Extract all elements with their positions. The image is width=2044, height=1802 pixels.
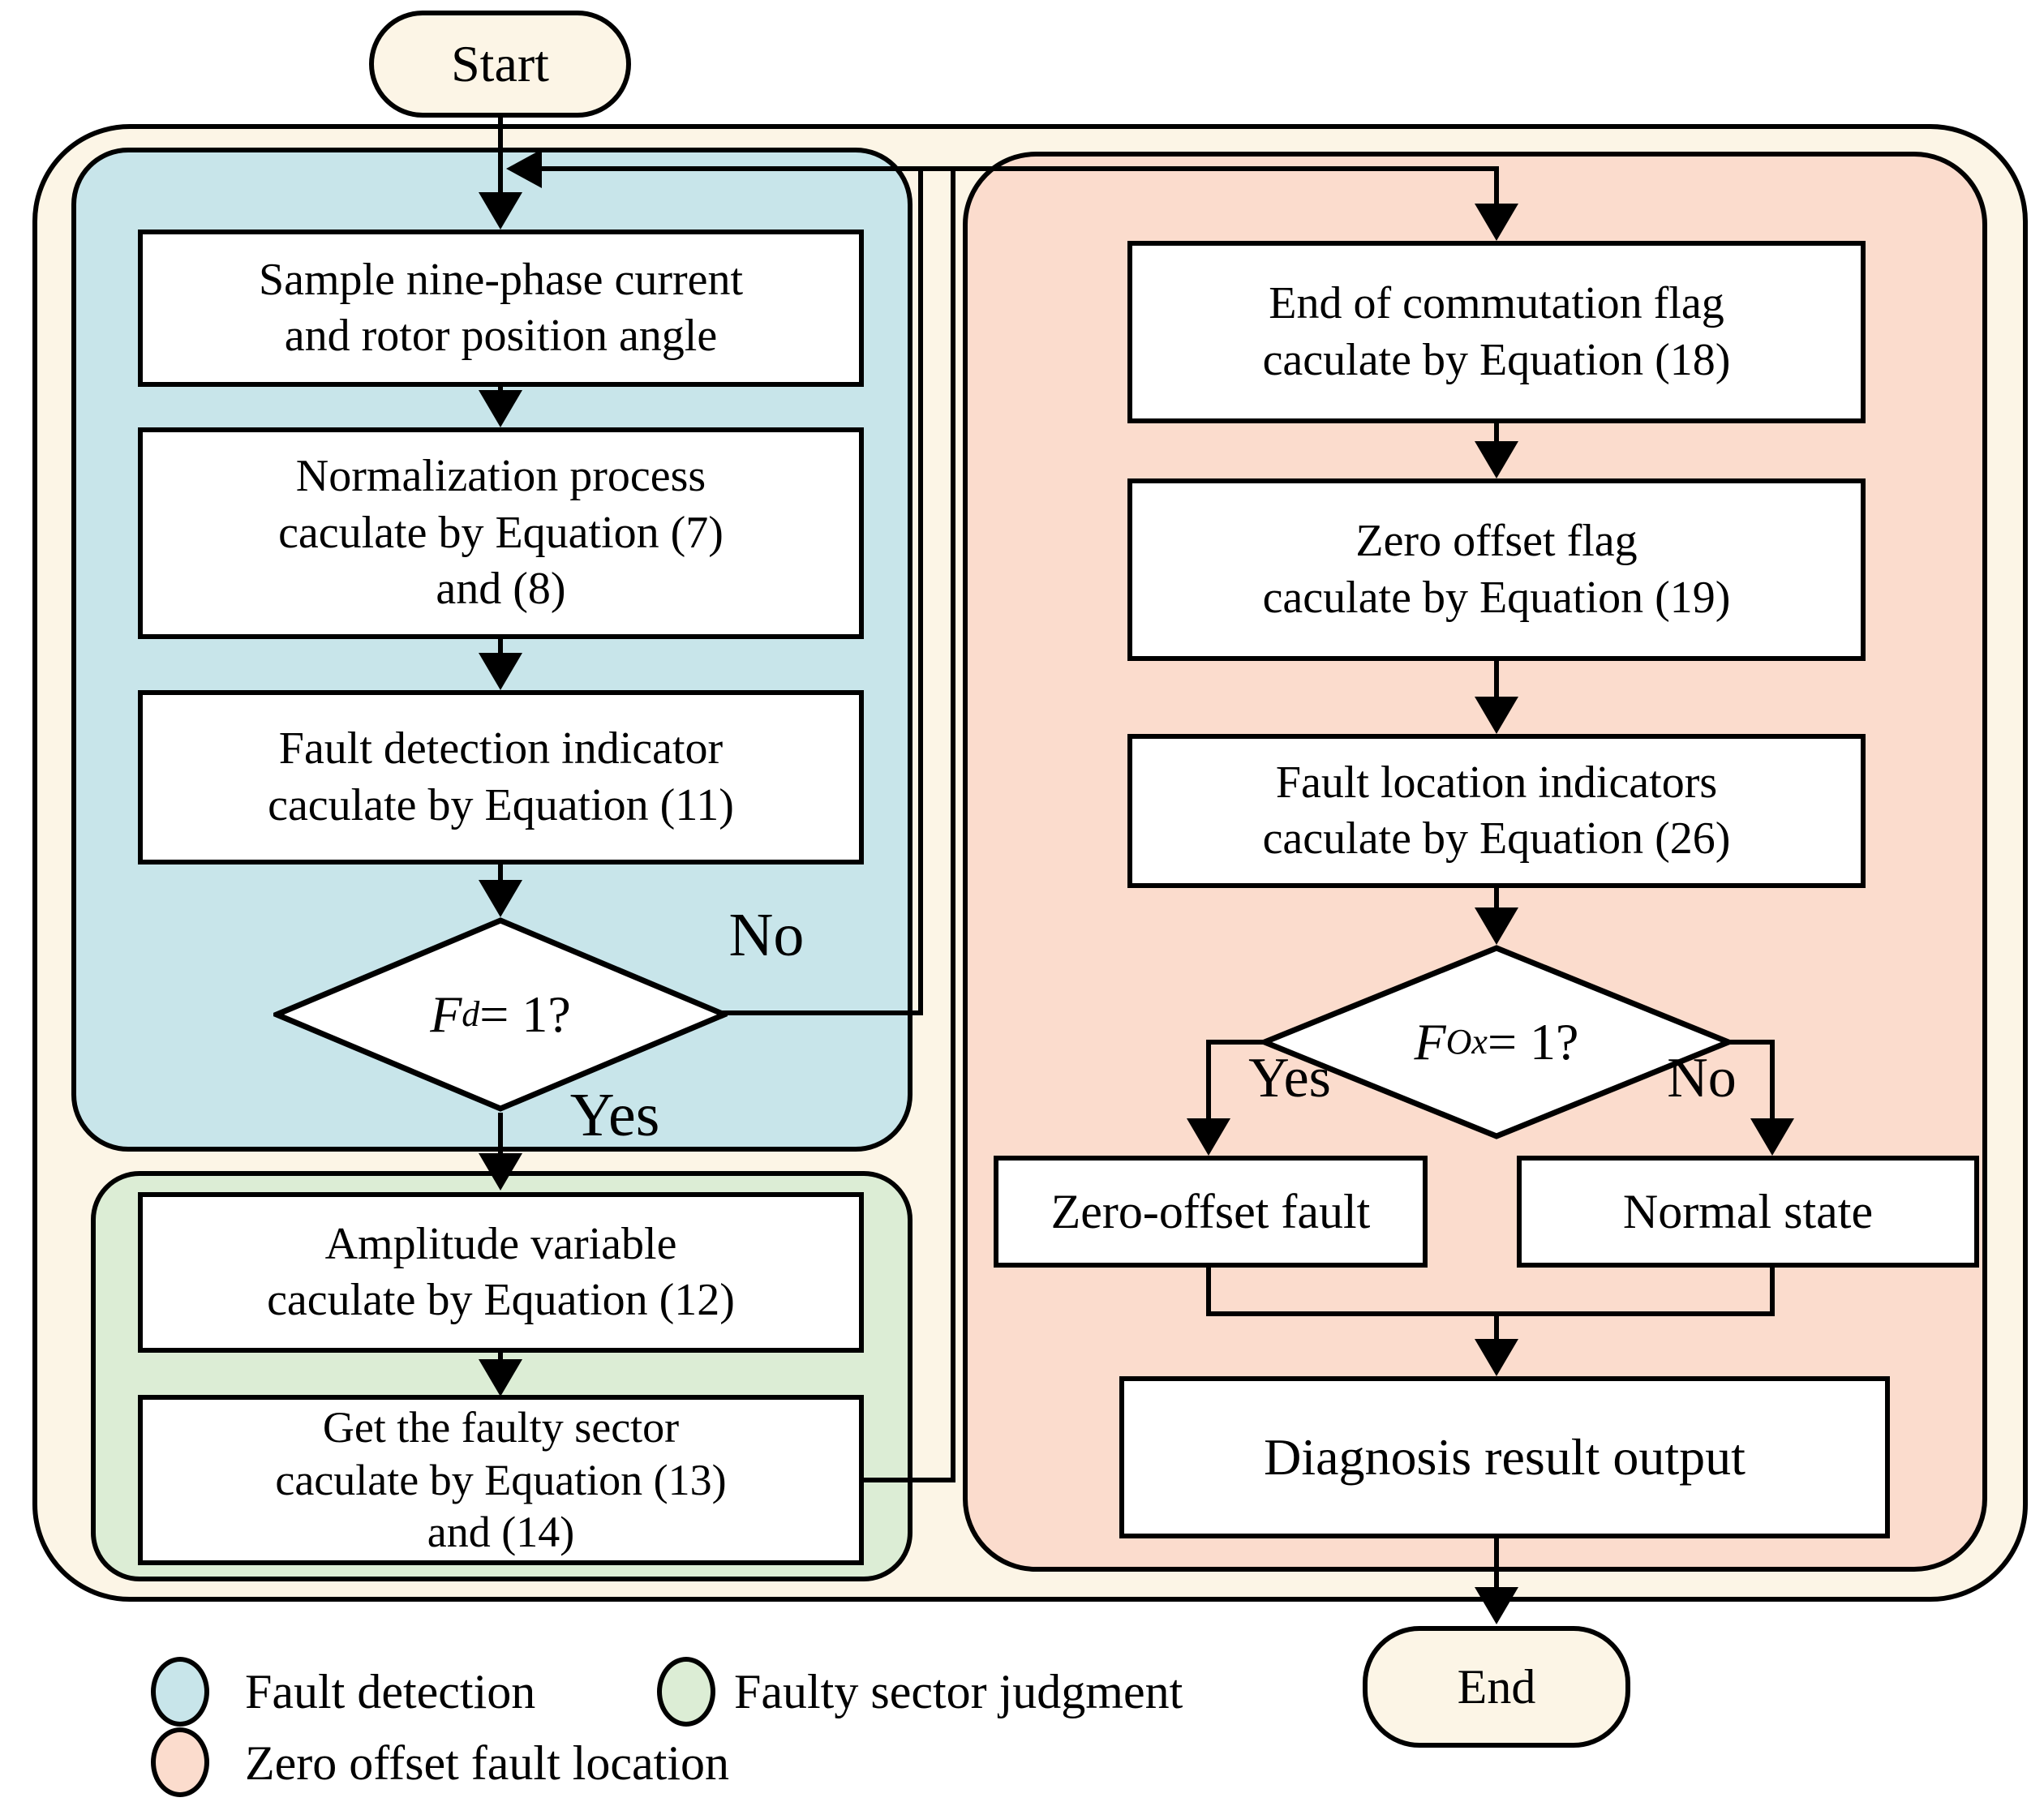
amplitude-to-sector — [498, 1353, 503, 1361]
arrow-into-diagnosis — [1475, 1339, 1518, 1376]
fox-no-drop — [1770, 1040, 1775, 1120]
fox-no-label: No — [1667, 1047, 1737, 1109]
zeroflag-box: Zero offset flag caculate by Equation (1… — [1127, 478, 1866, 661]
fox-rest: = 1? — [1487, 1013, 1579, 1070]
indicator-line-2: caculate by Equation (11) — [268, 779, 734, 830]
fd-rest: = 1? — [479, 985, 571, 1043]
legend-faulty-sector-swatch — [657, 1657, 715, 1727]
arrow-into-sample — [479, 192, 522, 230]
arrow-into-normalization — [479, 390, 522, 427]
sector-line-1: Get the faulty sector — [322, 1402, 680, 1452]
indicator-line-1: Fault detection indicator — [278, 723, 724, 774]
normal-state-label: Normal state — [1622, 1184, 1874, 1238]
legend-faulty-sector-label: Faulty sector judgment — [734, 1665, 1183, 1718]
end-terminal: End — [1363, 1626, 1630, 1748]
zero-offset-fault-box: Zero-offset fault — [994, 1156, 1428, 1268]
fox-yes-line — [1206, 1040, 1265, 1045]
yes-branch-line — [498, 1113, 503, 1155]
legend-zero-offset-swatch — [151, 1727, 209, 1797]
fd-var: F — [430, 985, 462, 1043]
arrow-into-normal — [1750, 1118, 1794, 1156]
fd-diamond-shape — [273, 917, 728, 1112]
fd-yes-label: Yes — [569, 1081, 660, 1149]
indicator-box: Fault detection indicator caculate by Eq… — [138, 690, 864, 865]
arrow-into-fd-decision — [479, 880, 522, 917]
arrow-into-sector — [479, 1359, 522, 1397]
normalization-box: Normalization process caculate by Equati… — [138, 427, 864, 639]
arrow-into-end — [1475, 1587, 1518, 1624]
zero-offset-fault-label: Zero-offset fault — [1050, 1184, 1371, 1238]
fox-diamond-shape — [1261, 945, 1732, 1139]
sector-line-3: and (14) — [427, 1508, 575, 1557]
zeroflag-line-2: caculate by Equation (19) — [1262, 572, 1731, 623]
legend-zero-offset-label: Zero offset fault location — [245, 1736, 730, 1790]
diagnosis-to-end — [1494, 1538, 1499, 1589]
normal-state-box: Normal state — [1517, 1156, 1979, 1268]
location-line-2: caculate by Equation (26) — [1262, 813, 1731, 864]
sample-line-1: Sample nine-phase current — [258, 254, 744, 305]
top-loop-line — [540, 166, 1499, 171]
commutation-line-2: caculate by Equation (18) — [1262, 334, 1731, 385]
fox-yes-drop — [1206, 1040, 1211, 1120]
arrow-into-indicator — [479, 653, 522, 690]
arrow-loop-return — [506, 149, 542, 188]
amplitude-line-2: caculate by Equation (12) — [267, 1275, 735, 1325]
sector-box: Get the faulty sector caculate by Equati… — [138, 1395, 864, 1565]
zerofault-merge-drop — [1206, 1268, 1211, 1316]
diagnosis-box: Diagnosis result output — [1119, 1376, 1890, 1538]
start-connector — [498, 118, 503, 192]
normalization-line-2: caculate by Equation (7) — [278, 507, 724, 558]
normalization-line-3: and (8) — [436, 564, 566, 615]
amplitude-line-1: Amplitude variable — [324, 1218, 677, 1269]
commutation-to-zeroflag — [1494, 423, 1499, 444]
no-branch-riser — [918, 169, 923, 1015]
arrow-into-commutation — [1475, 204, 1518, 241]
end-label: End — [1457, 1659, 1536, 1714]
commutation-box: End of commutation flag caculate by Equa… — [1127, 241, 1866, 423]
sector-line-2: caculate by Equation (13) — [275, 1455, 727, 1504]
normal-merge-drop — [1770, 1268, 1775, 1316]
arrow-into-zerofault — [1187, 1118, 1230, 1156]
arrow-into-amplitude — [479, 1153, 522, 1191]
diagnosis-label: Diagnosis result output — [1264, 1428, 1746, 1487]
start-label: Start — [451, 35, 549, 92]
legend-fault-detection-label: Fault detection — [245, 1665, 536, 1718]
start-terminal: Start — [369, 11, 631, 118]
zeroflag-to-location — [1494, 661, 1499, 698]
merge-bar — [1206, 1311, 1775, 1316]
indicator-to-decision — [498, 865, 503, 882]
legend-fault-detection-swatch — [151, 1657, 209, 1727]
location-line-1: Fault location indicators — [1275, 757, 1718, 808]
arrow-into-zeroflag — [1475, 441, 1518, 478]
sector-output-riser — [951, 169, 955, 1482]
zeroflag-line-1: Zero offset flag — [1355, 516, 1638, 567]
sample-line-2: and rotor position angle — [284, 311, 718, 361]
sector-output-line — [864, 1478, 955, 1482]
location-to-decision — [1494, 888, 1499, 909]
sample-box: Sample nine-phase current and rotor posi… — [138, 230, 864, 387]
amplitude-box: Amplitude variable caculate by Equation … — [138, 1192, 864, 1353]
normalization-line-1: Normalization process — [295, 451, 706, 502]
fox-yes-label: Yes — [1248, 1047, 1331, 1109]
arrow-into-location — [1475, 697, 1518, 734]
commutation-line-1: End of commutation flag — [1269, 278, 1724, 329]
commutation-drop — [1494, 169, 1499, 205]
arrow-into-fox-decision — [1475, 907, 1518, 945]
merge-to-diagnosis — [1494, 1311, 1499, 1341]
location-indicators-box: Fault location indicators caculate by Eq… — [1127, 734, 1866, 888]
no-branch-line — [718, 1010, 923, 1015]
normalization-to-indicator — [498, 639, 503, 654]
fox-var: F — [1414, 1013, 1446, 1070]
fox-no-line — [1730, 1040, 1775, 1045]
fd-no-label: No — [728, 901, 805, 969]
